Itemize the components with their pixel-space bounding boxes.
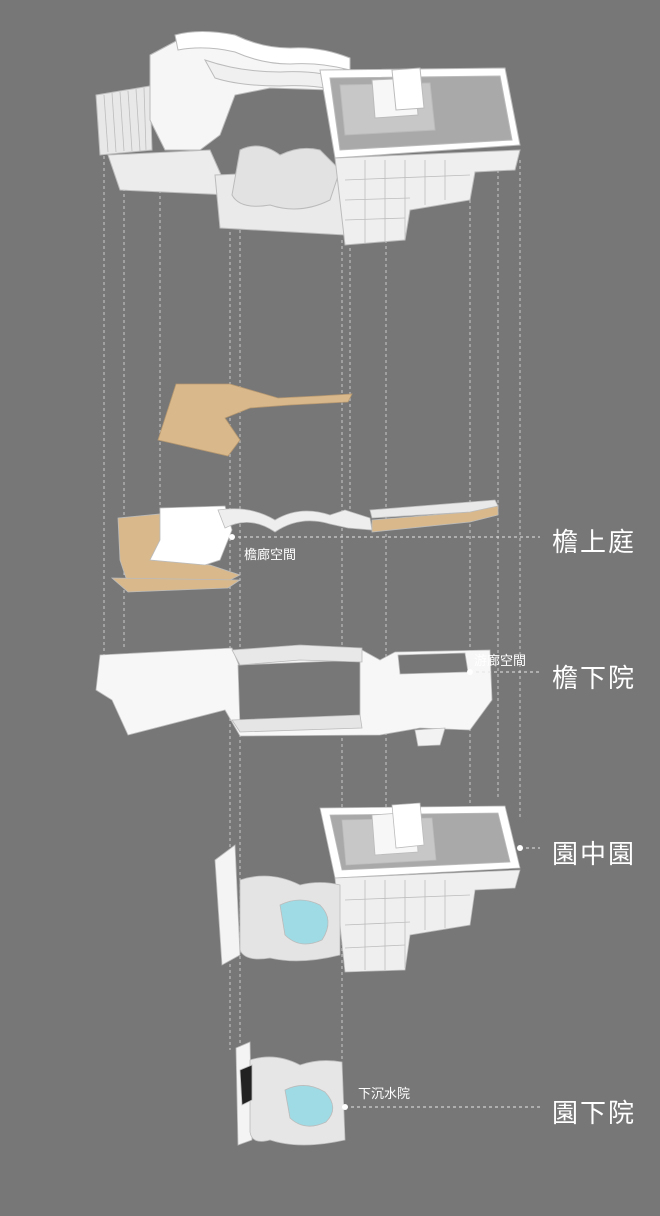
layer-eaves-lower-court (95, 644, 493, 747)
leader-lines (232, 536, 540, 1108)
label-lower-garden-court: 園下院 (552, 1099, 637, 1129)
layer-garden-within-garden (214, 802, 521, 973)
label-garden-within-garden: 園中園 (552, 840, 637, 870)
layer-eaves-upper-court (110, 499, 499, 593)
sublabel-eaves-corridor-space: 檐廊空間 (244, 548, 297, 563)
layer-lower-garden-court (235, 1041, 346, 1146)
label-eaves-lower-court: 檐下院 (552, 664, 637, 694)
label-eaves-upper-court: 檐上庭 (552, 528, 637, 558)
sublabel-veranda-space: 游廊空間 (474, 654, 527, 669)
sublabel-sunken-water-court: 下沉水院 (358, 1087, 411, 1102)
leader-dots (229, 534, 523, 1110)
upper-roof-slab (157, 383, 353, 457)
complete-building-model (95, 31, 521, 246)
